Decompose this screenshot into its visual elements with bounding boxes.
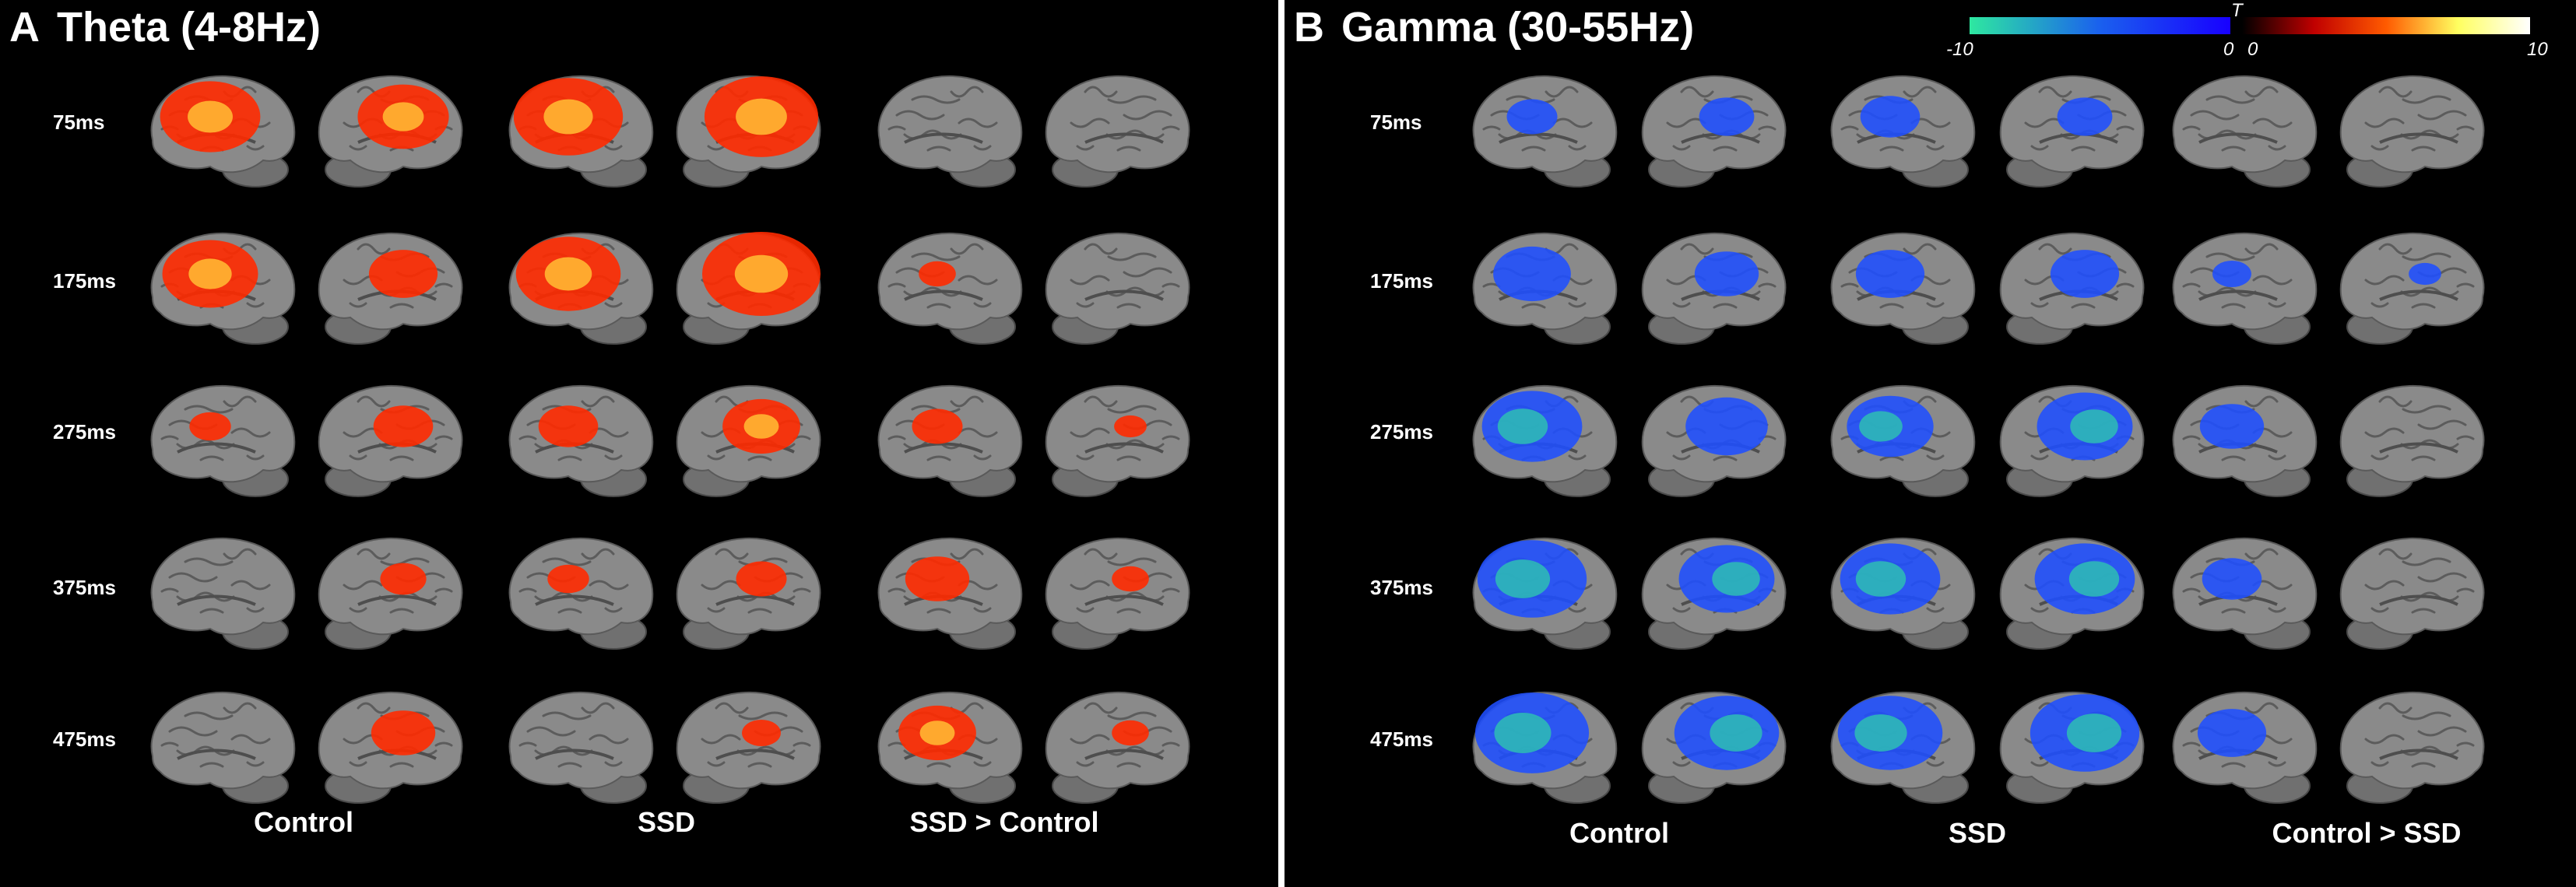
row-label-475ms: 475ms xyxy=(1370,727,1433,751)
brain-panelA-r4-c2-right xyxy=(1045,691,1190,804)
colorbar-tick-zero-right: 0 xyxy=(2247,39,2258,60)
brain-panelA-r2-c2-left xyxy=(877,384,1023,497)
brain-panelA-r3-c0-right xyxy=(318,537,463,650)
row-label-375ms: 375ms xyxy=(1370,576,1433,599)
brain-panelB-r2-c1-left xyxy=(1830,384,1976,497)
panel-a-letter: A xyxy=(9,4,40,51)
brain-panelB-r4-c2-left xyxy=(2172,691,2318,804)
brain-panelB-r0-c1-left xyxy=(1830,75,1976,188)
brain-panelA-r1-c0-left xyxy=(150,232,296,345)
panel-a-title-text: Theta (4-8Hz) xyxy=(57,4,322,51)
brain-panelA-r0-c1-right xyxy=(676,75,821,188)
brain-panelB-r4-c0-left xyxy=(1472,691,1618,804)
brain-panelA-r0-c0-left xyxy=(150,75,296,188)
brain-panelA-r1-c0-right xyxy=(318,232,463,345)
column-label-ssd: SSD xyxy=(637,806,696,838)
row-label-175ms: 175ms xyxy=(1370,269,1433,293)
brain-panelB-r3-c0-right xyxy=(1641,537,1787,650)
brain-panelA-r4-c0-left xyxy=(150,691,296,804)
column-label-control: Control xyxy=(254,806,353,838)
brain-panelA-r0-c2-right xyxy=(1045,75,1190,188)
column-label-ssd: SSD xyxy=(1948,817,2007,849)
brain-panelB-r0-c1-right xyxy=(1999,75,2145,188)
brain-panelB-r3-c1-left xyxy=(1830,537,1976,650)
brain-panelA-r4-c1-right xyxy=(676,691,821,804)
brain-panelA-r3-c1-left xyxy=(508,537,654,650)
brain-panelA-r4-c2-left xyxy=(877,691,1023,804)
brain-panelA-r2-c1-left xyxy=(508,384,654,497)
brain-panelA-r2-c1-right xyxy=(676,384,821,497)
brain-panelA-r2-c0-left xyxy=(150,384,296,497)
brain-panelA-r3-c2-left xyxy=(877,537,1023,650)
brain-panelB-r1-c0-left xyxy=(1472,232,1618,345)
brain-panelB-r1-c0-right xyxy=(1641,232,1787,345)
brain-panelB-r3-c1-right xyxy=(1999,537,2145,650)
panel-b-title-text: Gamma (30-55Hz) xyxy=(1341,4,1695,51)
brain-panelA-r3-c0-left xyxy=(150,537,296,650)
brain-panelB-r2-c0-left xyxy=(1472,384,1618,497)
brain-panelB-r0-c0-right xyxy=(1641,75,1787,188)
row-label-275ms: 275ms xyxy=(53,420,116,444)
brain-panelB-r1-c2-right xyxy=(2339,232,2485,345)
brain-panelB-r4-c1-left xyxy=(1830,691,1976,804)
brain-panelB-r2-c0-right xyxy=(1641,384,1787,497)
panel-theta: A Theta (4-8Hz) 75ms 175ms 275ms 375ms 47… xyxy=(0,0,1278,887)
colorbar-axis-label: T xyxy=(2231,0,2243,21)
brain-panelB-r3-c0-left xyxy=(1472,537,1618,650)
brain-panelA-r0-c0-right xyxy=(318,75,463,188)
panel-a-title: A Theta (4-8Hz) xyxy=(9,3,321,51)
brain-panelA-r2-c0-right xyxy=(318,384,463,497)
colorbar-tick-neg10: -10 xyxy=(1946,39,1973,60)
brain-panelA-r3-c2-right xyxy=(1045,537,1190,650)
brain-panelB-r3-c2-left xyxy=(2172,537,2318,650)
column-label-control-gt-ssd: Control > SSD xyxy=(2272,817,2462,849)
brain-panelB-r0-c2-right xyxy=(2339,75,2485,188)
brain-panelB-r0-c2-left xyxy=(2172,75,2318,188)
brain-panelA-r4-c1-left xyxy=(508,691,654,804)
row-label-175ms: 175ms xyxy=(53,269,116,293)
brain-panelA-r2-c2-right xyxy=(1045,384,1190,497)
brain-panelA-r1-c2-right xyxy=(1045,232,1190,345)
brain-panelB-r4-c1-right xyxy=(1999,691,2145,804)
colorbar-negative xyxy=(1970,17,2230,34)
colorbar: T xyxy=(1970,0,2530,48)
colorbar-tick-zero-left: 0 xyxy=(2223,39,2234,60)
brain-panelA-r3-c1-right xyxy=(676,537,821,650)
panel-gamma: B Gamma (30-55Hz) T -10 0 0 10 75ms 175ms… xyxy=(1284,0,2576,887)
brain-panelB-r2-c2-right xyxy=(2339,384,2485,497)
panel-b-title: B Gamma (30-55Hz) xyxy=(1294,3,1694,51)
brain-panelB-r0-c0-left xyxy=(1472,75,1618,188)
brain-panelB-r1-c1-right xyxy=(1999,232,2145,345)
brain-panelB-r4-c2-right xyxy=(2339,691,2485,804)
brain-panelA-r0-c1-left xyxy=(508,75,654,188)
panel-divider xyxy=(1278,0,1284,887)
colorbar-tick-pos10: 10 xyxy=(2527,39,2548,60)
column-label-control: Control xyxy=(1569,817,1669,849)
row-label-75ms: 75ms xyxy=(53,110,105,134)
brain-panelA-r1-c2-left xyxy=(877,232,1023,345)
row-label-275ms: 275ms xyxy=(1370,420,1433,444)
brain-panelB-r2-c1-right xyxy=(1999,384,2145,497)
row-label-475ms: 475ms xyxy=(53,727,116,751)
row-label-75ms: 75ms xyxy=(1370,110,1422,134)
brain-panelB-r3-c2-right xyxy=(2339,537,2485,650)
panel-b-letter: B xyxy=(1294,4,1324,51)
brain-panelA-r1-c1-left xyxy=(508,232,654,345)
column-label-ssd-gt-control: SSD > Control xyxy=(909,806,1099,838)
brain-panelA-r1-c1-right xyxy=(676,232,821,345)
brain-panelB-r2-c2-left xyxy=(2172,384,2318,497)
brain-panelB-r4-c0-right xyxy=(1641,691,1787,804)
brain-panelB-r1-c1-left xyxy=(1830,232,1976,345)
colorbar-positive xyxy=(2242,17,2530,34)
brain-panelB-r1-c2-left xyxy=(2172,232,2318,345)
brain-panelA-r0-c2-left xyxy=(877,75,1023,188)
row-label-375ms: 375ms xyxy=(53,576,116,599)
brain-panelA-r4-c0-right xyxy=(318,691,463,804)
